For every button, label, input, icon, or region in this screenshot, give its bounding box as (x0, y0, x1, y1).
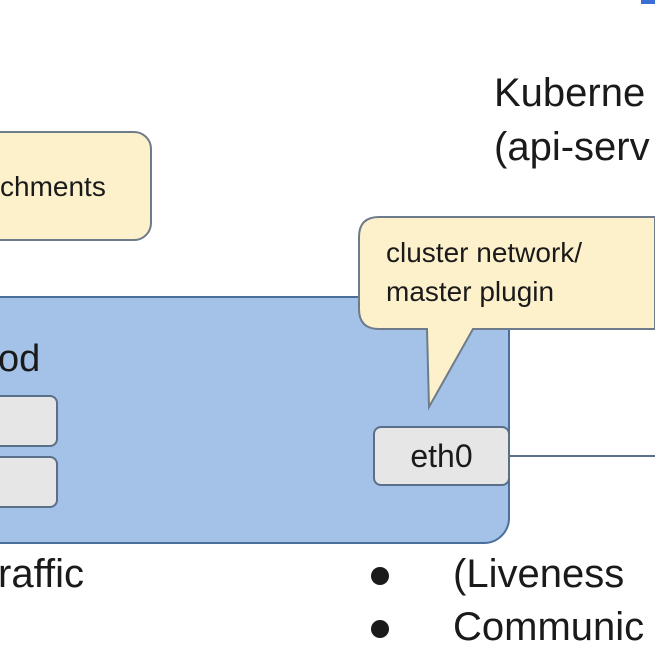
cluster-network-callout (358, 216, 655, 411)
attachments-callout (0, 131, 152, 241)
bullet-text-1: (Liveness (453, 552, 625, 596)
pod-interface-0: 0 (0, 395, 58, 447)
eth0-interface: eth0 (373, 426, 510, 486)
bullet-dot-1 (371, 567, 389, 585)
cluster-network-callout-line2: master plugin (386, 276, 555, 307)
cluster-network-callout-line1: cluster network/ (386, 237, 583, 268)
cluster-network-callout-shape (358, 216, 655, 411)
pod-label: od (0, 338, 41, 380)
attachments-callout-text: chments (0, 171, 106, 202)
pod-interface-1: 1 (0, 456, 58, 508)
bullet-dot-2 (371, 620, 389, 638)
eth0-connection-line (510, 455, 655, 457)
bullet-text-2: Communic (453, 605, 645, 649)
traffic-label: raffic (0, 552, 84, 596)
top-accent-bar (641, 0, 655, 4)
kubernetes-title-line2: (api-serv (494, 125, 650, 169)
pod-box (0, 296, 510, 544)
kubernetes-title-line1: Kuberne (494, 71, 646, 115)
